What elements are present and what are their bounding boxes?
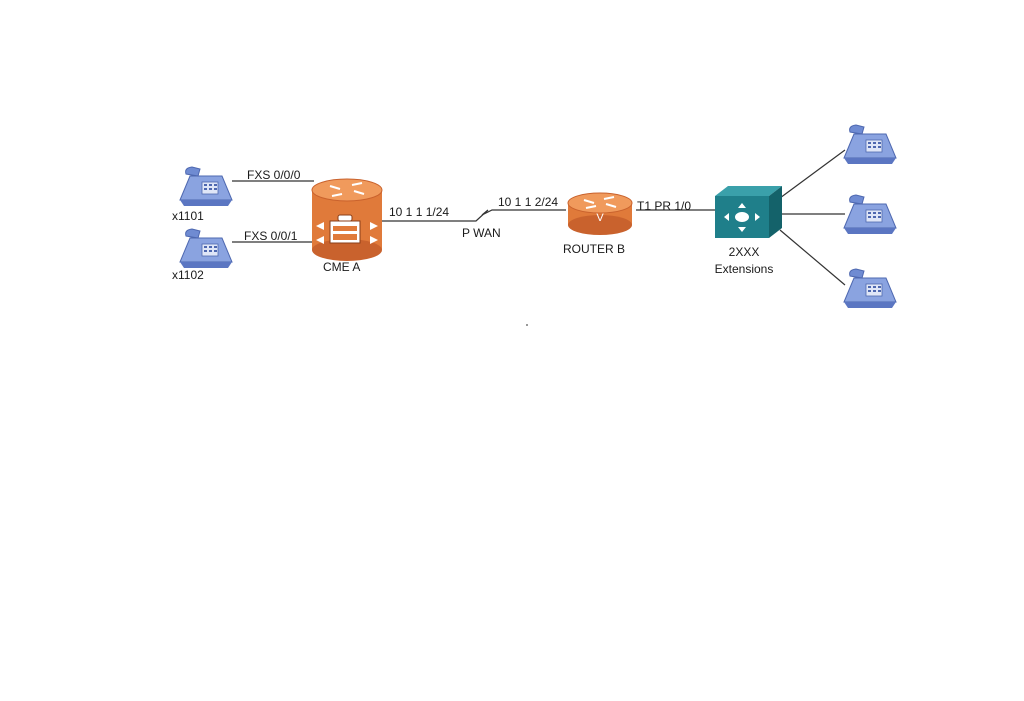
wan-label: P WAN [462, 226, 501, 240]
pbx-icon [715, 186, 782, 238]
router-b-label: ROUTER B [563, 242, 626, 256]
stray-dot [526, 324, 528, 326]
phone-icon [843, 124, 897, 165]
cme-router-icon [311, 178, 383, 261]
pbx-label-line2: Extensions [714, 262, 774, 276]
cme-ip-label: 10 1 1 1/24 [389, 205, 450, 219]
pbx-label-line1: 2XXX [728, 245, 760, 259]
cme-label: CME A [323, 260, 361, 274]
phone-icon [179, 166, 233, 207]
port-label-fxs-000: FXS 0/0/0 [247, 168, 301, 182]
phone-icon [843, 268, 897, 309]
phone-icon [179, 228, 233, 269]
link-pbx-phone-1 [779, 149, 846, 199]
t1-interface-label: T1 PR 1/0 [637, 199, 692, 213]
links [232, 149, 846, 286]
router-b-icon: V [567, 192, 633, 235]
phone-icon [843, 194, 897, 235]
extension-label-x1101: x1101 [172, 209, 204, 223]
extension-label-x1102: x1102 [172, 268, 204, 282]
wan-link [382, 209, 566, 222]
link-pbx-phone-3 [779, 229, 846, 286]
svg-text:V: V [596, 212, 604, 224]
router-b-ip-label: 10 1 1 2/24 [498, 195, 559, 209]
port-label-fxs-001: FXS 0/0/1 [244, 229, 298, 243]
